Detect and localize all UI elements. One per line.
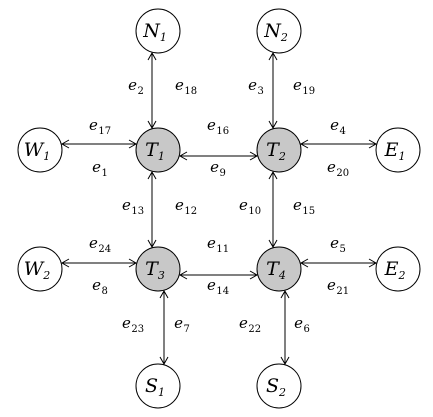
arrowhead-e7 bbox=[159, 289, 169, 299]
node-circle-n2 bbox=[256, 8, 302, 54]
edge-label-e3: e3 bbox=[248, 76, 264, 97]
arrowhead-e14 bbox=[178, 270, 188, 280]
node-e2: E2 bbox=[375, 246, 421, 292]
edge-label-e17: e17 bbox=[89, 116, 111, 137]
node-label-w1: W1 bbox=[24, 139, 51, 163]
node-circle-s1 bbox=[135, 363, 181, 409]
arrowhead-e19 bbox=[268, 51, 278, 61]
edge-e13: e13 bbox=[122, 172, 157, 249]
edge-label-e1: e1 bbox=[92, 158, 108, 179]
arrowhead-e12 bbox=[147, 170, 157, 180]
edge-label-e18: e18 bbox=[175, 76, 197, 97]
arrowhead-e21 bbox=[368, 258, 378, 268]
node-t1: T1 bbox=[135, 127, 181, 173]
node-label-e1: E1 bbox=[384, 139, 406, 163]
edge-e22: e22 bbox=[239, 291, 290, 366]
edge-e1: e1 bbox=[60, 139, 136, 179]
node-circle-w1 bbox=[17, 127, 63, 173]
edge-label-e15: e15 bbox=[293, 196, 315, 217]
node-n2: N2 bbox=[256, 8, 302, 54]
edge-e9: e9 bbox=[178, 151, 257, 179]
arrowhead-e9 bbox=[178, 151, 188, 161]
node-n1: N1 bbox=[135, 8, 181, 54]
edge-label-e19: e19 bbox=[293, 76, 315, 97]
edge-label-e21: e21 bbox=[327, 276, 349, 297]
edge-e21: e21 bbox=[301, 258, 378, 297]
edge-e11: e11 bbox=[180, 234, 259, 280]
node-label-t3: T3 bbox=[145, 258, 165, 282]
node-label-s1: S1 bbox=[145, 375, 165, 399]
edge-e17: e17 bbox=[62, 116, 138, 149]
node-label-t1: T1 bbox=[145, 139, 165, 163]
edge-e15: e15 bbox=[268, 170, 315, 247]
edge-label-e20: e20 bbox=[327, 158, 349, 179]
node-label-n2: N2 bbox=[263, 20, 288, 44]
node-circle-t3 bbox=[135, 246, 181, 292]
arrowhead-e15 bbox=[268, 170, 278, 180]
edge-e8: e8 bbox=[62, 258, 138, 297]
edge-label-e23: e23 bbox=[122, 314, 144, 335]
edge-e7: e7 bbox=[159, 289, 190, 364]
edge-label-e2: e2 bbox=[128, 76, 144, 97]
edge-label-e16: e16 bbox=[207, 116, 229, 137]
arrowhead-e20 bbox=[368, 139, 378, 149]
node-circle-s2 bbox=[256, 363, 302, 409]
node-w2: W2 bbox=[17, 246, 63, 292]
edge-label-e22: e22 bbox=[239, 314, 261, 335]
node-label-t2: T2 bbox=[266, 139, 286, 163]
node-s2: S2 bbox=[256, 363, 302, 409]
edge-e6: e6 bbox=[280, 289, 310, 364]
node-circle-t4 bbox=[256, 246, 302, 292]
node-circle-e2 bbox=[375, 246, 421, 292]
arrowhead-e6 bbox=[280, 289, 290, 299]
edge-e19: e19 bbox=[268, 51, 315, 128]
edges-layer: e1 e17 e2 e18 e3 e19 e4 e20 e16 e9 e13 e12 e10 e15 e24… bbox=[60, 51, 378, 366]
node-t3: T3 bbox=[135, 246, 181, 292]
node-circle-e1 bbox=[375, 127, 421, 173]
edge-label-e8: e8 bbox=[92, 276, 108, 297]
edge-e20: e20 bbox=[301, 139, 378, 179]
edge-label-e10: e10 bbox=[239, 196, 261, 217]
arrowhead-e17 bbox=[128, 139, 138, 149]
node-t4: T4 bbox=[256, 246, 302, 292]
edge-e23: e23 bbox=[122, 291, 169, 366]
node-circle-t2 bbox=[256, 127, 302, 173]
edge-e18: e18 bbox=[147, 51, 197, 128]
node-label-t4: T4 bbox=[266, 258, 286, 282]
node-circle-t1 bbox=[135, 127, 181, 173]
edge-e24: e24 bbox=[60, 234, 136, 268]
arrowhead-e18 bbox=[147, 51, 157, 61]
node-e1: E1 bbox=[375, 127, 421, 173]
edge-label-e12: e12 bbox=[175, 196, 197, 217]
edge-e10: e10 bbox=[239, 172, 278, 249]
edge-e12: e12 bbox=[147, 170, 197, 247]
node-label-n1: N1 bbox=[142, 20, 167, 44]
edge-label-e24: e24 bbox=[89, 234, 111, 255]
node-label-w2: W2 bbox=[24, 258, 51, 282]
arrowhead-e8 bbox=[128, 258, 138, 268]
edge-label-e6: e6 bbox=[294, 314, 310, 335]
edge-label-e7: e7 bbox=[174, 314, 190, 335]
edge-e14: e14 bbox=[178, 270, 257, 297]
node-w1: W1 bbox=[17, 127, 63, 173]
edge-e16: e16 bbox=[180, 116, 259, 161]
node-s1: S1 bbox=[135, 363, 181, 409]
edge-e4: e4 bbox=[299, 116, 376, 149]
node-label-s2: S2 bbox=[266, 375, 286, 399]
node-circle-w2 bbox=[17, 246, 63, 292]
node-circle-n1 bbox=[135, 8, 181, 54]
edge-label-e4: e4 bbox=[330, 116, 346, 137]
edge-label-e11: e11 bbox=[207, 234, 229, 255]
edge-label-e5: e5 bbox=[330, 234, 346, 255]
edge-e5: e5 bbox=[299, 234, 376, 268]
edge-label-e14: e14 bbox=[207, 276, 229, 297]
edge-label-e9: e9 bbox=[210, 158, 226, 179]
node-label-e2: E2 bbox=[384, 258, 406, 282]
edge-label-e13: e13 bbox=[122, 196, 144, 217]
node-t2: T2 bbox=[256, 127, 302, 173]
